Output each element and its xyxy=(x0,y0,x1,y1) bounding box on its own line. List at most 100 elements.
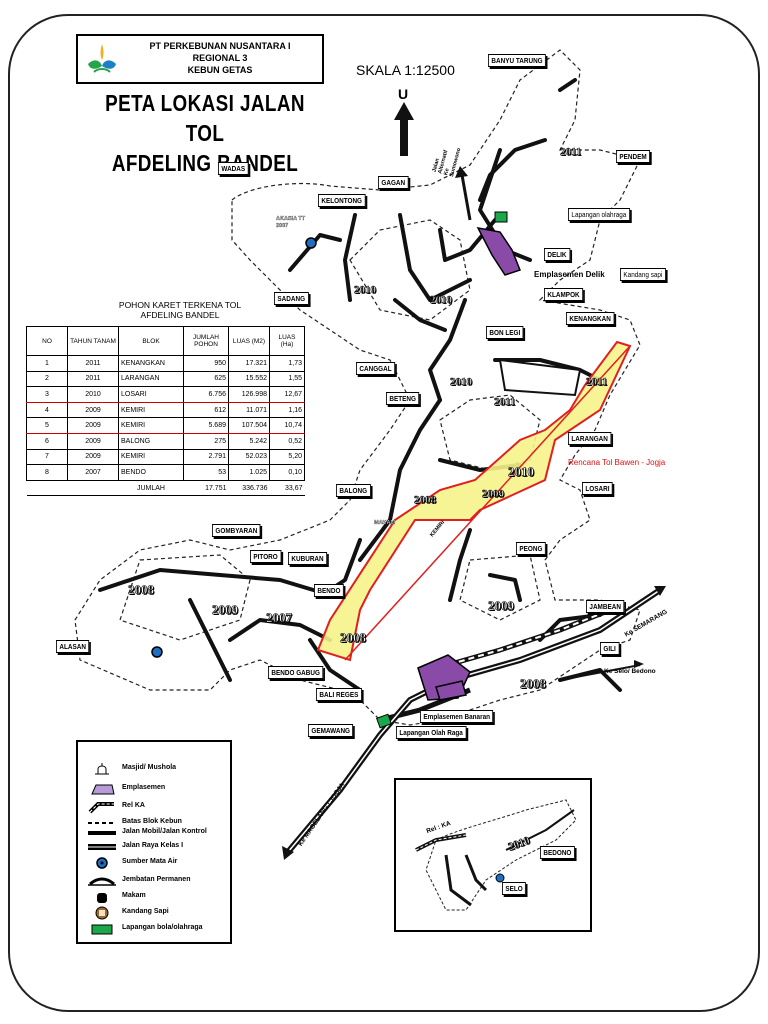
table-cell: 10,74 xyxy=(269,417,305,434)
legend-row-rel: Rel KA xyxy=(82,800,230,814)
emplasemen-shapes xyxy=(417,226,521,701)
arrow-selo xyxy=(634,660,644,668)
label-gili: GILI xyxy=(600,642,620,655)
north-arrow-icon xyxy=(394,102,414,156)
label-pendem: PENDEM xyxy=(616,150,651,163)
table-cell: 2010 xyxy=(67,386,119,403)
note-emplasemen-delik: Emplasemen Delik xyxy=(534,270,605,279)
label-bendo: BENDO xyxy=(314,584,344,597)
note-emplasemen-banaran: Emplasemen Banaran xyxy=(420,710,494,723)
table-cell: 8 xyxy=(26,464,68,481)
table-cell: 6 xyxy=(26,432,68,450)
table-cell: 2009 xyxy=(67,401,119,419)
year-label: 2011 xyxy=(494,396,516,409)
toll-corridor xyxy=(316,340,632,662)
company-line3: KEBUN GETAS xyxy=(187,65,253,75)
table-cell: BENDO xyxy=(118,464,184,481)
legend-row-sumber: Sumber Mata Air xyxy=(82,856,230,870)
table-cell: KEMIRI xyxy=(118,448,184,466)
table-total-cell: 33,67 xyxy=(269,479,305,497)
grave-icon xyxy=(97,893,107,903)
legend-label: Jembatan Permanen xyxy=(122,876,191,883)
label-kelontong: KELONTONG xyxy=(318,194,366,207)
legend-row-kandang: Kandang Sapi xyxy=(82,906,230,920)
year-label: 2010 xyxy=(450,376,473,389)
note-ke-selo: Ke Selo/ Bedono xyxy=(604,668,656,675)
label-canggal: CANGGAL xyxy=(356,362,396,375)
legend-label: Makam xyxy=(122,892,146,899)
springs xyxy=(151,237,317,658)
year-label: 2008 xyxy=(520,676,547,692)
label-bon-legi: BON LEGI xyxy=(486,326,524,339)
table-cell: 7 xyxy=(26,448,68,466)
table-title: POHON KARET TERKENA TOL AFDELING BANDEL xyxy=(60,300,300,320)
table-cell: 53 xyxy=(183,464,229,481)
table-cell: 5,20 xyxy=(269,448,305,466)
legend-row-lapangan: Lapangan bola/olahraga xyxy=(82,922,230,936)
col-luas-m2: LUAS (M2) xyxy=(228,326,270,356)
table-cell: 2009 xyxy=(67,432,119,450)
table-total-cell: 17.751 xyxy=(183,479,229,497)
label-kenangkan: KENANGKAN xyxy=(566,312,615,325)
company-line2: REGIONAL 3 xyxy=(192,53,248,63)
year-label: 2007 xyxy=(266,610,293,626)
field-icon xyxy=(91,924,113,935)
table-cell: 3 xyxy=(26,386,68,403)
year-label: 2011 xyxy=(586,376,608,389)
table-cell: 2007 xyxy=(67,464,119,481)
note-rencana-tol: Rencana Tol Bawen - Jogja xyxy=(568,458,666,467)
title-line1: PETA LOKASI JALAN TOL xyxy=(105,90,305,146)
table-cell: LARANGAN xyxy=(118,370,184,388)
boundary-icon xyxy=(88,822,116,824)
table-cell: 2 xyxy=(26,370,68,388)
table-cell: KENANGKAN xyxy=(118,355,184,372)
table-cell: 1.025 xyxy=(228,464,270,481)
table-cell: LOSARI xyxy=(118,386,184,403)
hatched-block xyxy=(498,358,582,397)
label-gagan: GAGAN xyxy=(378,176,409,189)
table-cell: 625 xyxy=(183,370,229,388)
inset-label-selo: SELO xyxy=(502,882,527,895)
table-cell: 1,16 xyxy=(269,401,305,419)
legend-row-makam: Makam xyxy=(82,890,230,904)
table-cell: 5 xyxy=(26,417,68,434)
label-pitoro: PITORO xyxy=(250,550,282,563)
bridge-icon xyxy=(88,877,116,886)
label-gombyaran: GOMBYARAN xyxy=(212,524,261,537)
col-blok: BLOK xyxy=(118,326,184,356)
table-total-cell: JUMLAH xyxy=(118,479,184,497)
col-no: NO xyxy=(26,326,68,356)
legend-row-jembatan: Jembatan Permanen xyxy=(82,874,230,888)
table-cell: KEMIRI xyxy=(118,401,184,419)
year-label: 2009 xyxy=(482,488,505,501)
road-selo xyxy=(559,664,641,681)
road-sumowono xyxy=(460,174,472,221)
railway-icon xyxy=(88,802,114,814)
note-lapangan-olah-raga: Lapangan Olah Raga xyxy=(396,726,467,739)
year-label: 2010 xyxy=(354,284,377,297)
label-jambean: JAMBEAN xyxy=(586,600,625,613)
legend-label: Batas Blok Kebun xyxy=(122,818,182,825)
legend-row-jalan-raya: Jalan Raya Kelas I xyxy=(82,840,230,854)
legend-label: Emplasemen xyxy=(122,784,166,791)
legend-label: Jalan Raya Kelas I xyxy=(122,842,184,849)
title-line2: AFDELING BANDEL xyxy=(111,150,299,176)
table-cell: KEMIRI xyxy=(118,417,184,434)
north-label: U xyxy=(398,86,409,102)
col-pohon: JUMLAH POHON xyxy=(183,326,229,356)
spring-icon xyxy=(96,857,108,869)
road-icon xyxy=(88,831,116,835)
company-logo-icon xyxy=(88,44,116,73)
table-title-line1: POHON KARET TERKENA TOL xyxy=(118,300,242,310)
table-cell: 2011 xyxy=(67,355,119,372)
year-label: 2011 xyxy=(560,146,582,159)
legend-row-batas: Batas Blok Kebun xyxy=(82,816,230,830)
cow-shed-icon xyxy=(95,906,109,920)
field-delik xyxy=(494,211,508,223)
inset-drawing xyxy=(415,799,577,911)
table-cell: 1,55 xyxy=(269,370,305,388)
table-cell: 12,67 xyxy=(269,386,305,403)
company-line1: PT PERKEBUNAN NUSANTARA I xyxy=(149,41,291,51)
